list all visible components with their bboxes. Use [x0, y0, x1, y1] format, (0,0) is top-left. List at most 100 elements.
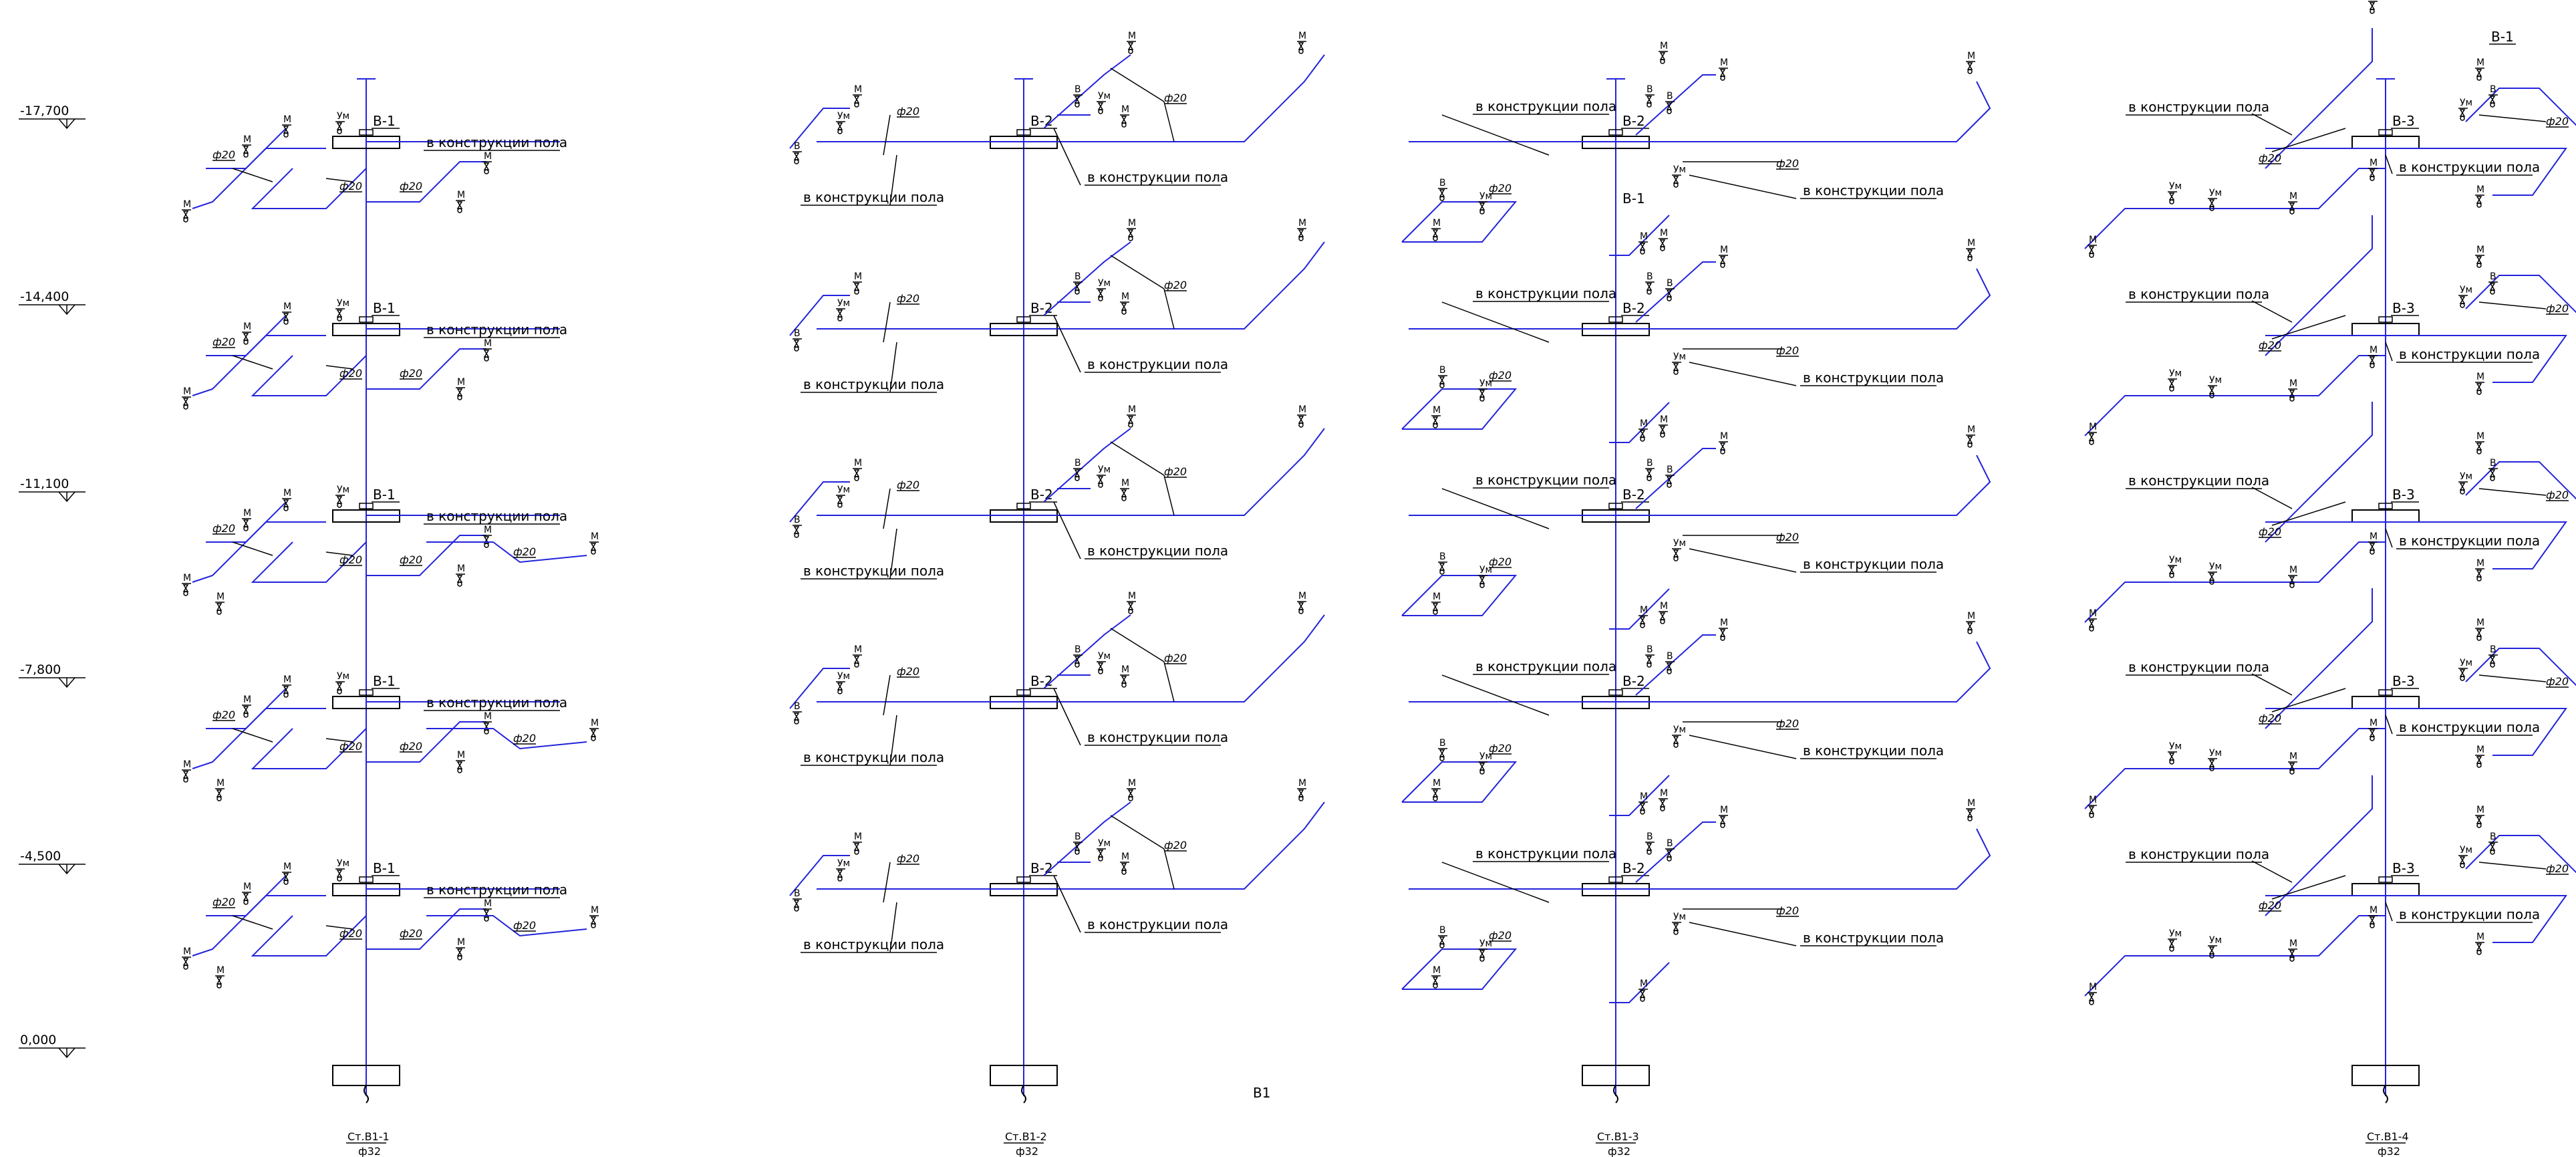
floor-note-text: в конструкции пола — [1475, 98, 1616, 114]
diameter-label: ф20 — [1164, 652, 1187, 664]
fixture-letter: М — [1121, 478, 1129, 489]
outlet-icon — [337, 503, 342, 508]
outlet-icon — [1075, 476, 1080, 481]
outlet-icon — [794, 533, 799, 538]
fixture-letter: В — [1075, 458, 1081, 469]
outlet-icon — [283, 319, 289, 325]
valve-icon — [1719, 256, 1726, 264]
fixture-letter: М — [217, 778, 225, 789]
fixture-letter: В — [1647, 831, 1653, 842]
fixture-symbol: М — [215, 592, 225, 615]
diameter-label: ф20 — [212, 896, 235, 908]
floor-note-text: в конструкции пола — [1087, 356, 1228, 372]
fixture-symbol: М — [1659, 41, 1668, 64]
note-leader — [2385, 902, 2393, 922]
valve-icon — [243, 519, 249, 527]
outlet-icon — [337, 689, 342, 694]
outlet-icon — [1673, 556, 1679, 561]
valve-icon — [837, 122, 843, 130]
fixture-symbol: М — [215, 778, 225, 801]
pipe-run — [366, 535, 486, 576]
valve-icon — [2289, 576, 2295, 584]
diameter-label: ф20 — [2546, 489, 2569, 501]
valve-icon — [1666, 102, 1673, 110]
riser-valve — [1016, 316, 1031, 323]
floor-note-text: в конструкции пола — [1475, 846, 1616, 862]
fixture-letter: В — [2490, 831, 2496, 842]
outlet-icon — [1660, 246, 1665, 251]
valve-icon — [1659, 52, 1666, 60]
fixture-letter: М — [1967, 51, 1975, 61]
valve-icon — [1659, 799, 1666, 807]
valve-icon — [1659, 612, 1666, 620]
floor-note-text: в конструкции пола — [2128, 473, 2269, 489]
valve-icon — [2489, 283, 2496, 291]
floor-note: в конструкции пола — [2126, 659, 2293, 696]
valve-icon — [1097, 662, 1104, 670]
riser-tag: В-3 — [2392, 300, 2415, 316]
outlet-icon — [243, 340, 249, 345]
fixture-symbol: В — [2488, 271, 2498, 295]
outlet-icon — [1298, 236, 1304, 241]
riser-tag: В-2 — [1030, 673, 1053, 689]
valve-icon — [2289, 763, 2295, 771]
fixture-symbol: В — [793, 515, 802, 538]
floor-note: в конструкции пола — [801, 902, 944, 953]
riser-break-icon — [2383, 1085, 2388, 1104]
fixture-letter: М — [854, 271, 862, 282]
riser-valve — [2378, 503, 2393, 509]
valve-icon — [283, 686, 289, 694]
diameter-label: ф20 — [897, 479, 919, 491]
riser-tag: В-2 — [1622, 673, 1645, 689]
fixture-symbol: М — [2475, 57, 2484, 81]
fixture-symbol: В — [1073, 271, 1083, 295]
pipe-run — [2084, 541, 2386, 623]
fixture-symbol: М — [482, 525, 492, 548]
fixture-symbol: Ум — [2208, 748, 2222, 771]
valve-icon — [2489, 469, 2496, 477]
valve-icon — [456, 201, 463, 209]
fixture-letter: М — [2289, 191, 2297, 202]
fixture-symbol: В — [1073, 84, 1083, 108]
fixture-letter: Ум — [1479, 938, 1492, 949]
fixture-letter: Ум — [1098, 465, 1111, 475]
valve-icon — [1967, 809, 1973, 817]
fixture-letter: М — [243, 694, 251, 705]
diameter-text: ф20 — [2259, 525, 2281, 538]
pipe-run — [1409, 268, 1991, 330]
floor-note-text: в конструкции пола — [426, 134, 567, 150]
outlet-icon — [2209, 206, 2214, 211]
fixture-symbol: М — [1659, 788, 1668, 811]
outlet-icon — [243, 713, 249, 718]
outlet-icon — [1298, 609, 1304, 614]
fixture-symbol: М — [2288, 751, 2297, 775]
floor-note-text: в конструкции пола — [2399, 906, 2540, 922]
fixture-letter: М — [2476, 932, 2484, 942]
valve-icon — [1666, 476, 1673, 484]
valve-icon — [1432, 977, 1439, 985]
valve-icon — [1967, 62, 1973, 70]
riser-name: Ст.В1-3 — [1597, 1130, 1639, 1143]
fixture-symbol: В — [1438, 925, 1447, 948]
fixture-symbol: М — [2475, 932, 2484, 955]
diameter-text: ф20 — [2546, 675, 2569, 688]
fixture-letter: М — [1720, 245, 1728, 255]
fixture-symbol: М — [1127, 591, 1136, 614]
fixture-symbol: М — [2475, 372, 2484, 395]
fixture-letter: М — [1640, 605, 1648, 616]
fixture-symbol: Ум — [1672, 352, 1686, 375]
diameter-text: ф20 — [2259, 899, 2281, 912]
floor-note-text: в конструкции пола — [803, 749, 944, 765]
valve-icon — [2476, 943, 2482, 951]
outlet-icon — [1075, 662, 1080, 668]
valve-icon — [2369, 543, 2376, 551]
fixture-symbol: Ум — [836, 671, 850, 694]
pipe-run — [1409, 455, 1991, 516]
valve-icon — [1666, 850, 1673, 858]
diameter-text: ф20 — [1164, 92, 1187, 104]
